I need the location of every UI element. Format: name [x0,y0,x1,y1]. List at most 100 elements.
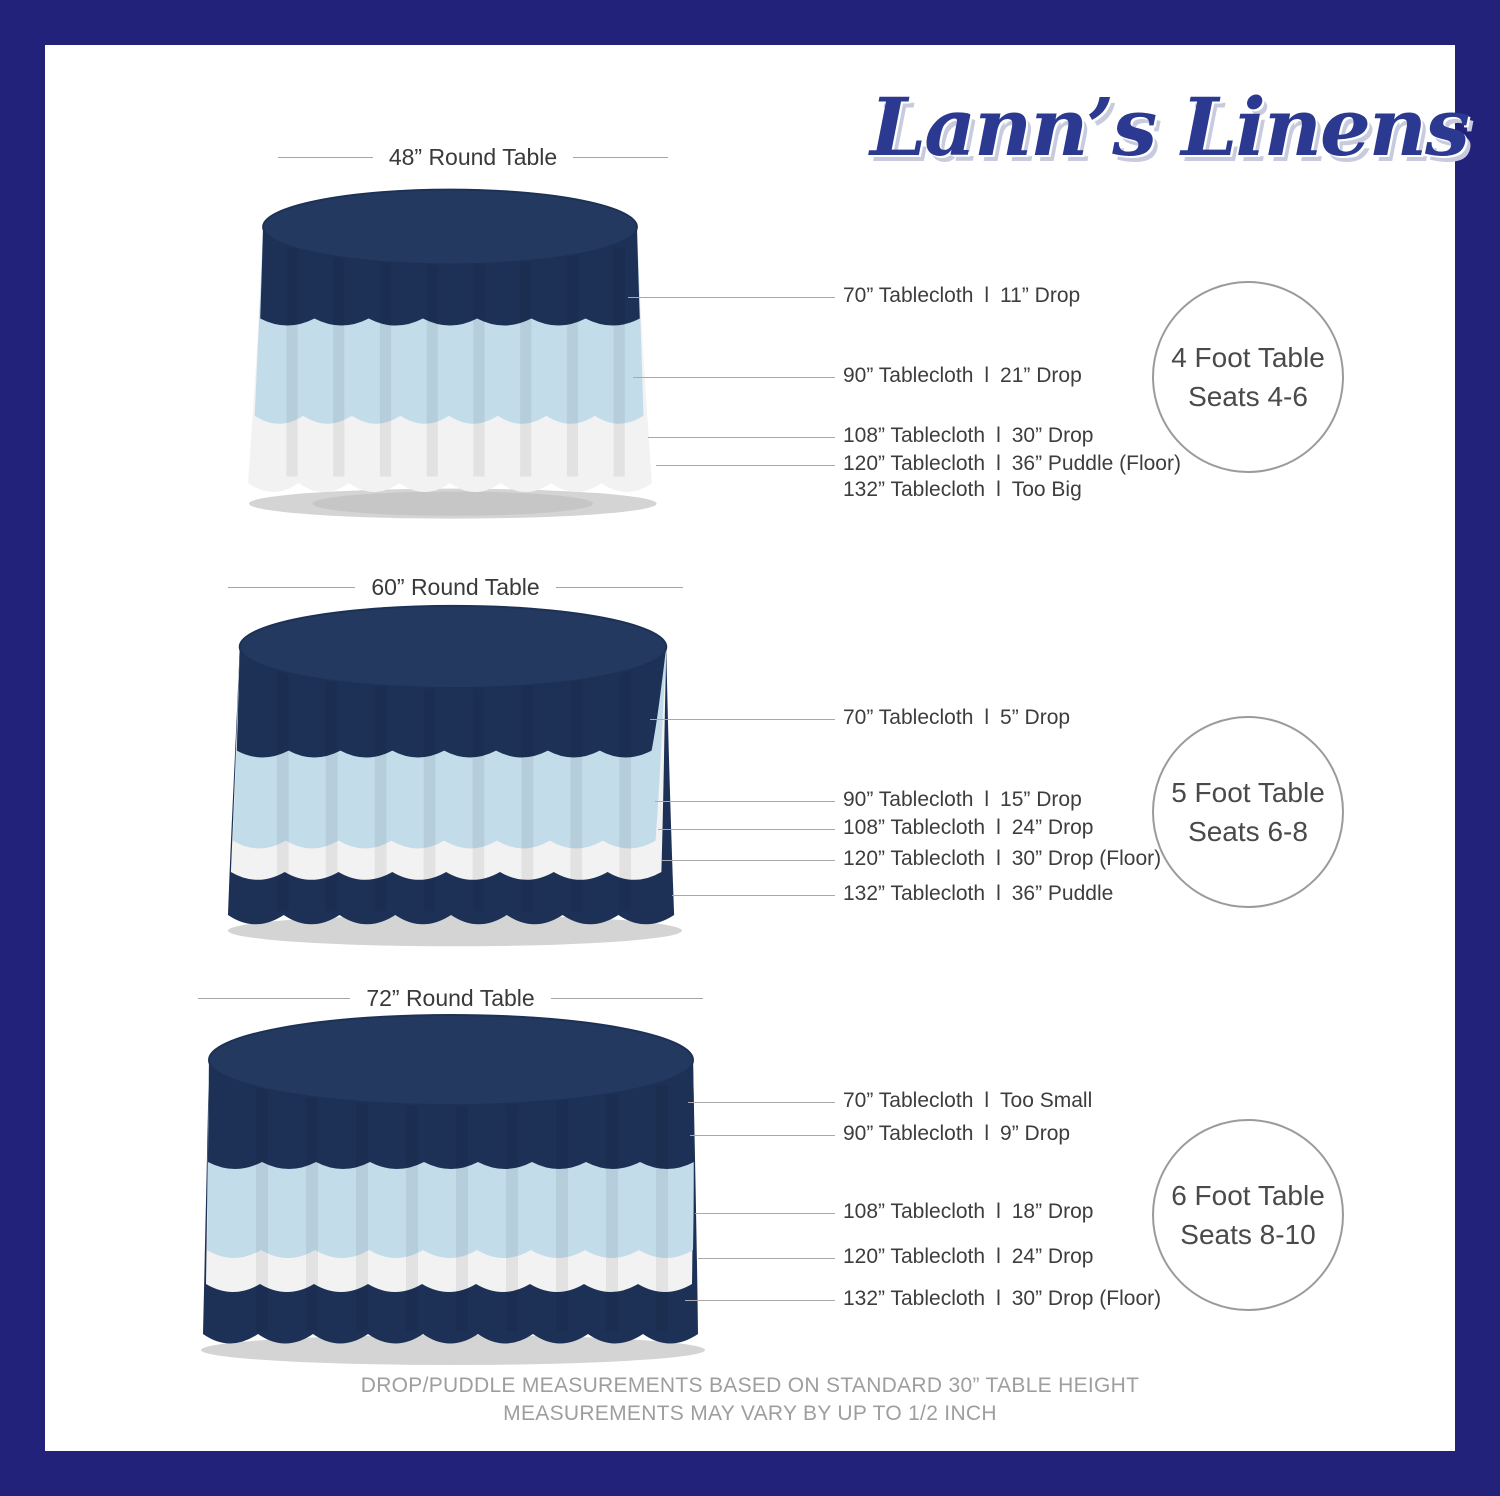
callout-row: 70” Tablecloth l 5” Drop [843,706,1070,730]
title-rule-line [555,587,683,588]
tablecloth-size: 70” Tablecloth [843,706,974,729]
callout-line [633,377,835,378]
drop-value: 24” Drop [1011,1245,1094,1268]
section-title-text: 60” Round Table [371,574,540,600]
divider: l [996,1287,1001,1310]
title-rule-line [550,998,703,999]
callout-line [698,1258,835,1259]
callout-row: 132” Tablecloth l Too Big [843,478,1082,502]
drop-value: Too Big [1011,478,1082,501]
title-rule-line [198,998,351,999]
callout-line [662,860,835,861]
divider: l [984,284,990,307]
seating-circle-5ft: 5 Foot Table Seats 6-8 [1152,716,1344,908]
drop-value: 21” Drop [1000,364,1082,387]
divider: l [996,816,1001,839]
fold-shading [256,1086,668,1331]
table-shadow [201,1335,705,1365]
divider: l [996,847,1001,870]
callout-line [650,719,835,720]
callout-line [655,801,835,802]
drop-value: 15” Drop [1000,788,1082,811]
seating-line2: Seats 4-6 [1188,381,1308,412]
tablecloth-size: 132” Tablecloth [843,478,986,501]
divider: l [996,1245,1001,1268]
divider: l [996,452,1001,475]
section-title-48: 48” Round Table [278,144,668,171]
table-illustration-48-round [248,188,657,519]
callout-row: 132” Tablecloth l 36” Puddle [843,882,1113,906]
callout-row: 120” Tablecloth l 36” Puddle (Floor) [843,452,1181,476]
skirt-navy-band [236,646,667,758]
drop-value: 30” Drop (Floor) [1011,847,1162,870]
tablecloth-size: 120” Tablecloth [843,1245,986,1268]
drop-value: 36” Puddle (Floor) [1011,452,1181,475]
skirt-navy-band [260,226,640,326]
tablecloth-size: 132” Tablecloth [843,882,986,905]
tablecloth-size: 108” Tablecloth [843,1200,986,1223]
tablecloth-size: 132” Tablecloth [843,1287,986,1310]
tablecloth-size: 70” Tablecloth [843,284,974,307]
table-illustration-72-round [201,1014,705,1365]
callout-row: 70” Tablecloth l Too Small [843,1089,1092,1113]
seating-line1: 4 Foot Table [1171,341,1325,373]
callout-line [658,829,835,830]
callout-line [672,895,835,896]
tablecloth-size: 108” Tablecloth [843,816,986,839]
divider: l [996,478,1001,501]
seating-circle-6ft: 6 Foot Table Seats 8-10 [1152,1119,1344,1311]
callout-row: 108” Tablecloth l 30” Drop [843,424,1093,448]
callout-line [690,1135,835,1136]
drop-value: 18” Drop [1011,1200,1094,1223]
callout-line [685,1300,835,1301]
title-rule-line [228,587,356,588]
callout-row: 108” Tablecloth l 18” Drop [843,1200,1093,1224]
section-title-text: 72” Round Table [366,985,535,1011]
tabletop [208,1014,694,1106]
divider: l [984,1089,990,1112]
divider: l [984,1122,990,1145]
divider: l [996,1200,1001,1223]
callout-row: 70” Tablecloth l 11” Drop [843,284,1080,308]
footer-line2: MEASUREMENTS MAY VARY BY UP TO 1/2 INCH [503,1402,997,1426]
brand-logo: Lann’s Linens [870,80,1470,174]
drop-value: 30” Drop [1011,424,1094,447]
callout-line [695,1213,835,1214]
drop-value: 11” Drop [1000,284,1081,307]
section-title-60: 60” Round Table [228,574,683,601]
tablecloth-size: 70” Tablecloth [843,1089,974,1112]
drop-value: 36” Puddle [1011,882,1114,905]
drop-value: 30” Drop (Floor) [1011,1287,1162,1310]
section-title-text: 48” Round Table [388,144,558,170]
callout-line [648,437,835,438]
callout-line [656,465,835,466]
divider: l [984,706,990,729]
skirt-navy-band [208,1060,694,1169]
drop-value: 24” Drop [1011,816,1094,839]
callout-line [628,297,835,298]
callout-row: 108” Tablecloth l 24” Drop [843,816,1093,840]
tabletop [262,188,638,266]
table-illustration-60-round [227,604,682,947]
drop-value: 5” Drop [1000,706,1071,729]
table-shadow [227,914,682,947]
fold-shading [286,247,625,477]
divider: l [996,424,1001,447]
divider: l [984,364,990,387]
seating-line1: 5 Foot Table [1171,776,1325,808]
section-title-72: 72” Round Table [198,985,703,1012]
tablecloth-size: 108” Tablecloth [843,424,986,447]
footer-note: DROP/PUDDLE MEASUREMENTS BASED ON STANDA… [45,1372,1455,1429]
tablecloth-size: 90” Tablecloth [843,788,974,811]
divider: l [996,882,1001,905]
footer-line1: DROP/PUDDLE MEASUREMENTS BASED ON STANDA… [360,1374,1140,1397]
drop-value: 9” Drop [1000,1122,1071,1145]
table-shadow-inner [312,491,594,516]
tablecloth-size: 120” Tablecloth [843,452,986,475]
drop-value: Too Small [1000,1089,1093,1112]
